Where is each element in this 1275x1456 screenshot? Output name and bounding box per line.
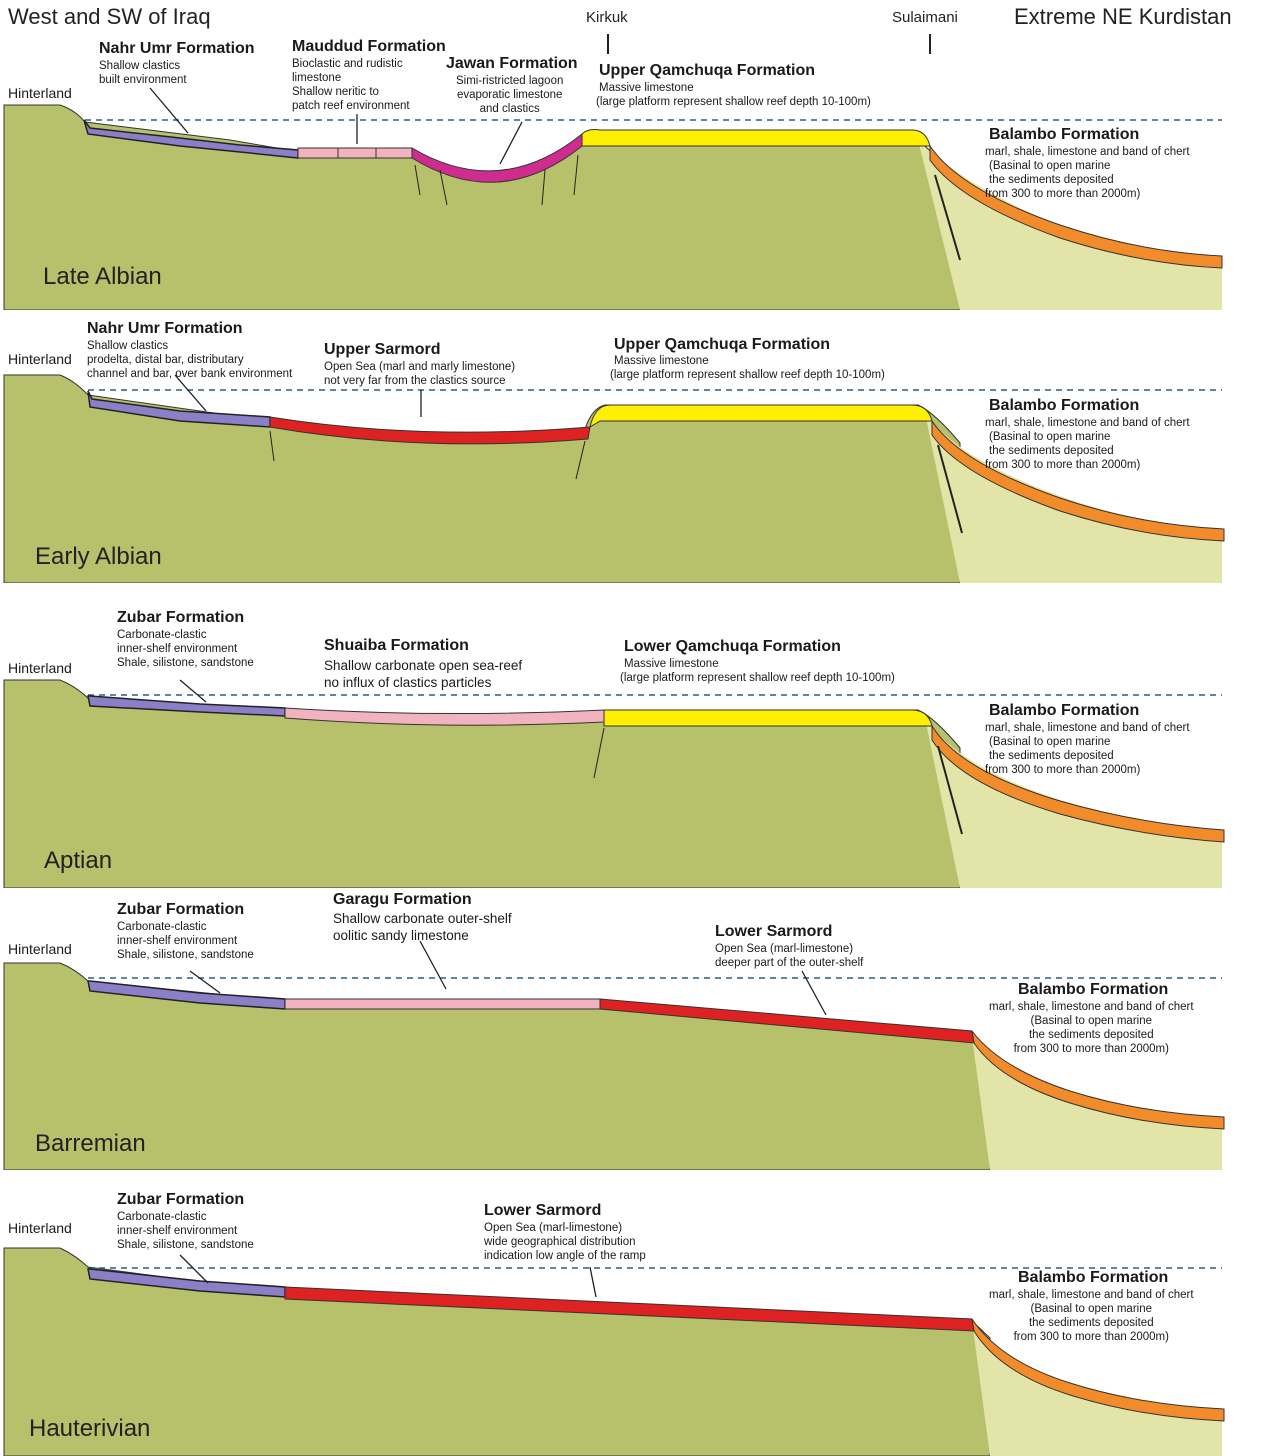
basin-floor: [918, 140, 1222, 310]
garagu-layer: [284, 998, 601, 1010]
fault: [575, 440, 586, 480]
formation-desc: Open Sea (marl-limestone)wide geographic…: [484, 1222, 646, 1262]
west-sw-iraq-title: West and SW of Iraq: [8, 4, 211, 29]
basin-floor: [972, 1321, 1222, 1456]
panel-hauterivian: Hinterland Zubar Formation Carbonate-cla…: [0, 1183, 1275, 1456]
formation-desc: marl, shale, limestone and band of chert…: [985, 146, 1190, 200]
fault: [593, 727, 605, 779]
formation-desc: Massive limestone(large platform represe…: [596, 82, 871, 108]
fault: [414, 164, 421, 196]
sulaimani-marker: [929, 34, 931, 54]
hauterivian-cross-section: [3, 1247, 1225, 1456]
formation-name: Nahr Umr Formation: [87, 320, 243, 337]
hinterland-label: Hinterland: [8, 1220, 72, 1236]
formation-name: Balambo Formation: [1018, 981, 1169, 998]
stage-label: Aptian: [44, 847, 113, 874]
fault: [439, 169, 448, 206]
panel-barremian: Hinterland Zubar Formation Carbonate-cla…: [0, 891, 1275, 1170]
formation-desc: Open Sea (marl and marly limestone)not v…: [324, 361, 516, 387]
sulaimani-label: Sulaimani: [892, 9, 958, 26]
stage-label: Hauterivian: [29, 1415, 151, 1442]
formation-name: Zubar Formation: [117, 609, 245, 626]
hinterland-label: Hinterland: [8, 941, 72, 957]
ne-kurdistan-title: Extreme NE Kurdistan: [1014, 4, 1232, 29]
formation-name: Upper Qamchuqa Formation: [614, 336, 831, 353]
basin-floor: [925, 718, 1222, 888]
formation-name: Jawan Formation: [446, 55, 578, 72]
upper-qamchuqa-platform: [581, 129, 931, 147]
hinterland-label: Hinterland: [8, 85, 72, 101]
upper-qamchuqa-platform: [589, 404, 933, 429]
formation-name: Balambo Formation: [989, 397, 1140, 414]
mauddud-layer: [297, 147, 413, 159]
late-albian-cross-section: [3, 87, 1223, 310]
fault: [541, 169, 546, 206]
hinterland-label: Hinterland: [8, 351, 72, 367]
formation-desc: marl, shale, limestone and band of chert…: [985, 722, 1190, 776]
formation-name: Garagu Formation: [333, 891, 472, 908]
stage-label: Barremian: [35, 1130, 146, 1157]
hinterland-label: Hinterland: [8, 660, 72, 676]
formation-name: Lower Sarmord: [484, 1202, 602, 1219]
formation-desc: Open Sea (marl-limestone)deeper part of …: [715, 943, 864, 969]
panel-early-albian: Hinterland Nahr Umr Formation Shallow cl…: [0, 313, 1275, 583]
formation-name: Zubar Formation: [117, 1191, 245, 1208]
barremian-cross-section: [3, 940, 1225, 1170]
kirkuk-label: Kirkuk: [586, 9, 628, 26]
balambo-layer: [931, 724, 1225, 843]
formation-name: Balambo Formation: [989, 126, 1140, 143]
stage-label: Early Albian: [35, 543, 162, 570]
balambo-layer: [929, 144, 1223, 269]
formation-name: Balambo Formation: [989, 702, 1140, 719]
formation-desc: marl, shale, limestone and band of chert…: [985, 417, 1190, 471]
basin-floor: [925, 413, 1222, 583]
formation-name: Upper Sarmord: [324, 341, 441, 358]
formation-desc: marl, shale, limestone and band of chert…: [989, 1001, 1194, 1055]
balambo-layer: [971, 1318, 1225, 1422]
upper-sarmord-layer: [269, 416, 591, 445]
formation-name: Nahr Umr Formation: [99, 40, 255, 57]
formation-name: Balambo Formation: [1018, 1269, 1169, 1286]
fault: [937, 444, 963, 534]
fault: [269, 430, 275, 462]
formation-name: Shuaiba Formation: [324, 637, 469, 654]
fault: [934, 174, 961, 261]
panel-late-albian: Hinterland Nahr Umr Formation Shallow cl…: [0, 0, 1275, 310]
formation-desc: Massive limestone(large platform represe…: [610, 355, 885, 381]
formation-name: Zubar Formation: [117, 901, 245, 918]
panel-aptian: Hinterland Zubar Formation Carbonate-cla…: [0, 596, 1275, 888]
formation-desc: Massive limestone(large platform represe…: [620, 658, 895, 684]
fault: [573, 154, 579, 196]
formation-name: Upper Qamchuqa Formation: [599, 62, 816, 79]
aptian-cross-section: [3, 679, 1225, 888]
lower-qamchuqa-platform: [603, 709, 933, 727]
formation-name: Lower Sarmord: [715, 923, 833, 940]
kirkuk-marker: [607, 34, 609, 54]
formation-name: Lower Qamchuqa Formation: [624, 638, 841, 655]
stage-label: Late Albian: [43, 263, 162, 290]
formation-name: Mauddud Formation: [292, 38, 446, 55]
fault: [937, 745, 963, 835]
balambo-layer: [971, 1030, 1225, 1130]
balambo-layer: [931, 419, 1225, 542]
early-albian-cross-section: [3, 374, 1225, 583]
formation-desc: marl, shale, limestone and band of chert…: [989, 1289, 1194, 1343]
